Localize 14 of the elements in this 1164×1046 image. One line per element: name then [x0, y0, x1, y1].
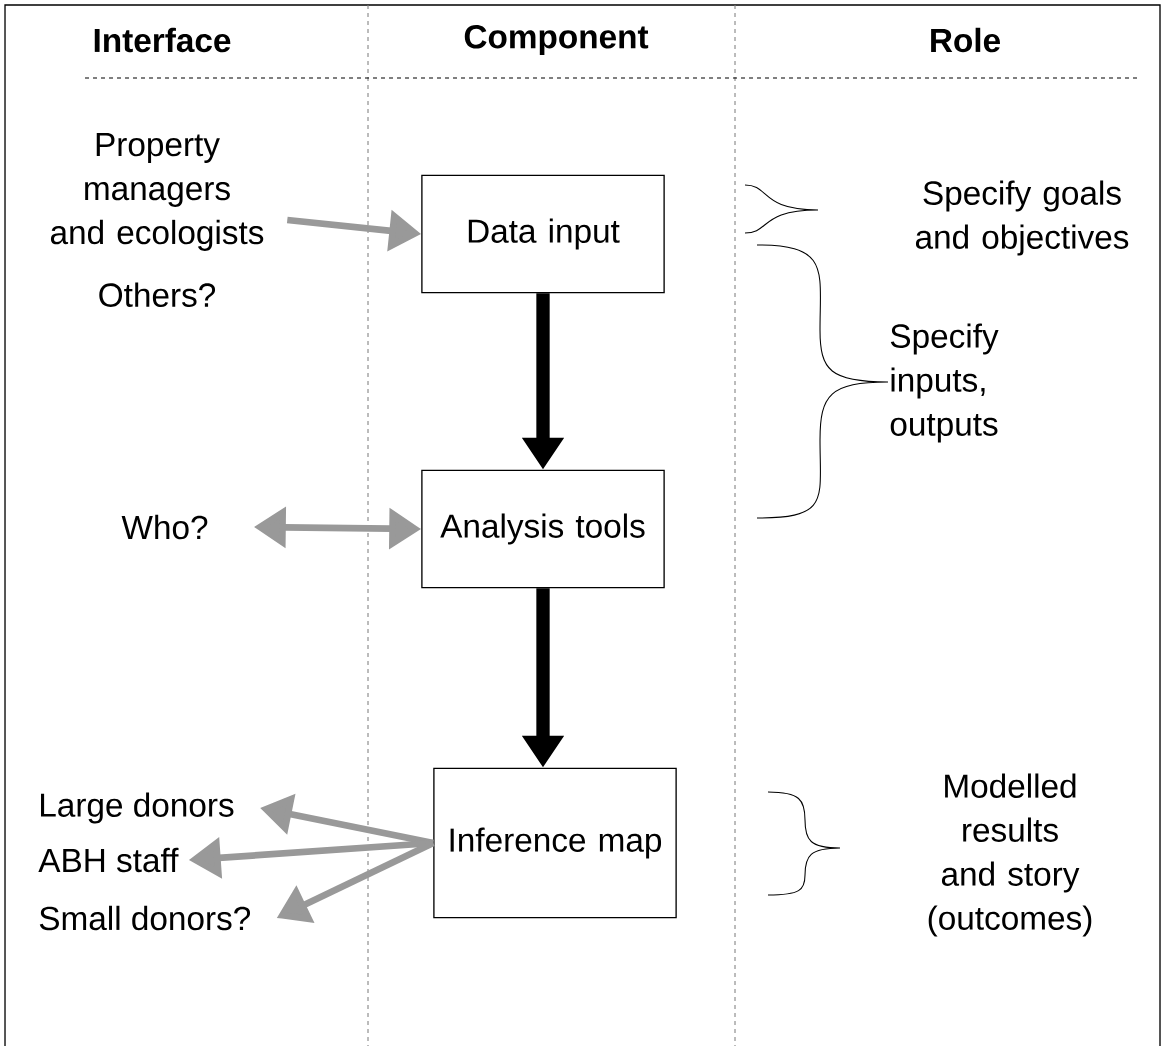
text-label: Property managers and ecologists Others? — [50, 133, 264, 307]
process-box: Data input — [421, 174, 665, 294]
text-label: Large donors — [41, 792, 234, 824]
role-label: Specify goals and objectives — [915, 180, 1129, 256]
column-header: Interface — [94, 27, 231, 53]
role-label: Modelled results and story (outcomes) — [928, 773, 1092, 937]
process-box: Analysis tools — [421, 469, 665, 589]
text-label: Who? — [121, 514, 208, 540]
text-label: Small donors? — [39, 905, 251, 931]
role-label: Specify inputs, outputs — [890, 323, 999, 443]
column-header: Component — [464, 24, 649, 56]
column-header: Role — [931, 27, 1000, 53]
process-box: Inference map — [433, 767, 677, 919]
text-label: ABH staff — [38, 847, 179, 873]
